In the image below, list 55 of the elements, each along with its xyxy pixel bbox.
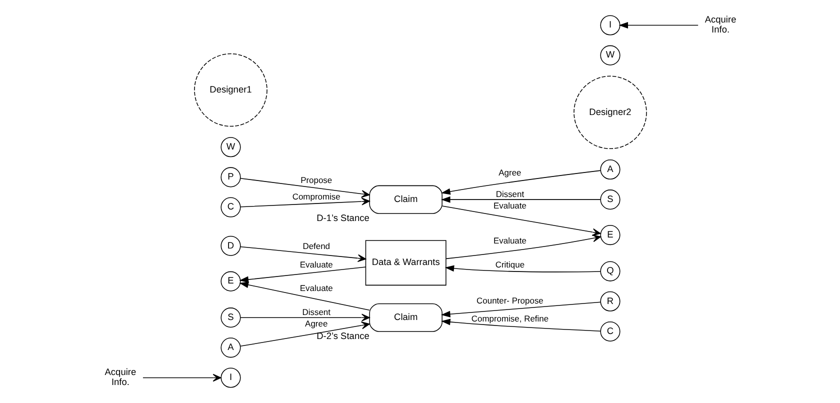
- edge-label: Defend: [302, 240, 330, 251]
- edge-label: Critique: [494, 259, 524, 270]
- arrow: [240, 178, 370, 198]
- node-circle: S: [220, 308, 240, 328]
- edge-label: Agree: [498, 168, 521, 178]
- node-text: Acquire Info.: [104, 367, 136, 388]
- node-circle: Designer1: [194, 53, 267, 127]
- node-circle: D: [220, 236, 240, 256]
- arrow: [440, 318, 600, 332]
- arrow: [440, 170, 600, 195]
- node-circle: I: [220, 368, 240, 388]
- arrow: [142, 374, 221, 382]
- node-circle: R: [600, 291, 620, 312]
- node-circle: Designer2: [573, 76, 646, 150]
- node-circle: A: [600, 159, 620, 180]
- arrow: [440, 196, 600, 203]
- node-circle: P: [220, 167, 240, 188]
- edge-label: Compromise, Refine: [470, 313, 548, 324]
- node-box: Claim: [368, 303, 442, 332]
- edge-label: Evaluate: [492, 235, 526, 246]
- node-circle: W: [600, 45, 620, 66]
- node-circle: E: [220, 271, 240, 292]
- node-circle: W: [220, 137, 240, 158]
- edge-label: Evaluate: [299, 283, 332, 294]
- node-circle: C: [600, 321, 620, 342]
- node-circle: I: [600, 15, 620, 36]
- edge-label: Agree: [304, 318, 328, 329]
- node-label: D-2’s Stance: [316, 330, 369, 341]
- arrow: [444, 265, 600, 272]
- arrow: [240, 322, 370, 347]
- arrow: [440, 302, 600, 318]
- edge-label: Compromise: [292, 191, 340, 202]
- edge-label: Evaluate: [492, 200, 526, 211]
- edge-label: Evaluate: [299, 259, 332, 270]
- edge-label: Dissent: [302, 307, 330, 318]
- arrow: [239, 246, 366, 262]
- node-circle: C: [220, 197, 240, 218]
- node-circle: S: [600, 190, 620, 210]
- arrow: [441, 206, 600, 236]
- edge-label: Dissent: [495, 189, 524, 200]
- arrow: [240, 198, 370, 208]
- arrow: [240, 314, 370, 322]
- node-box: Claim: [368, 185, 442, 214]
- node-circle: Q: [600, 261, 620, 282]
- edge-label: Propose: [300, 175, 332, 186]
- node-text: Acquire Info.: [704, 14, 736, 35]
- node-box: Data & Warrants: [364, 240, 446, 286]
- node-circle: A: [220, 338, 240, 358]
- arrow: [238, 266, 366, 283]
- node-label: D-1’s Stance: [316, 212, 369, 223]
- edge-label: Counter- Propose: [476, 296, 543, 306]
- arrow: [238, 282, 370, 311]
- arrow: [445, 234, 600, 260]
- arrow: [618, 22, 698, 28]
- node-circle: E: [600, 225, 620, 246]
